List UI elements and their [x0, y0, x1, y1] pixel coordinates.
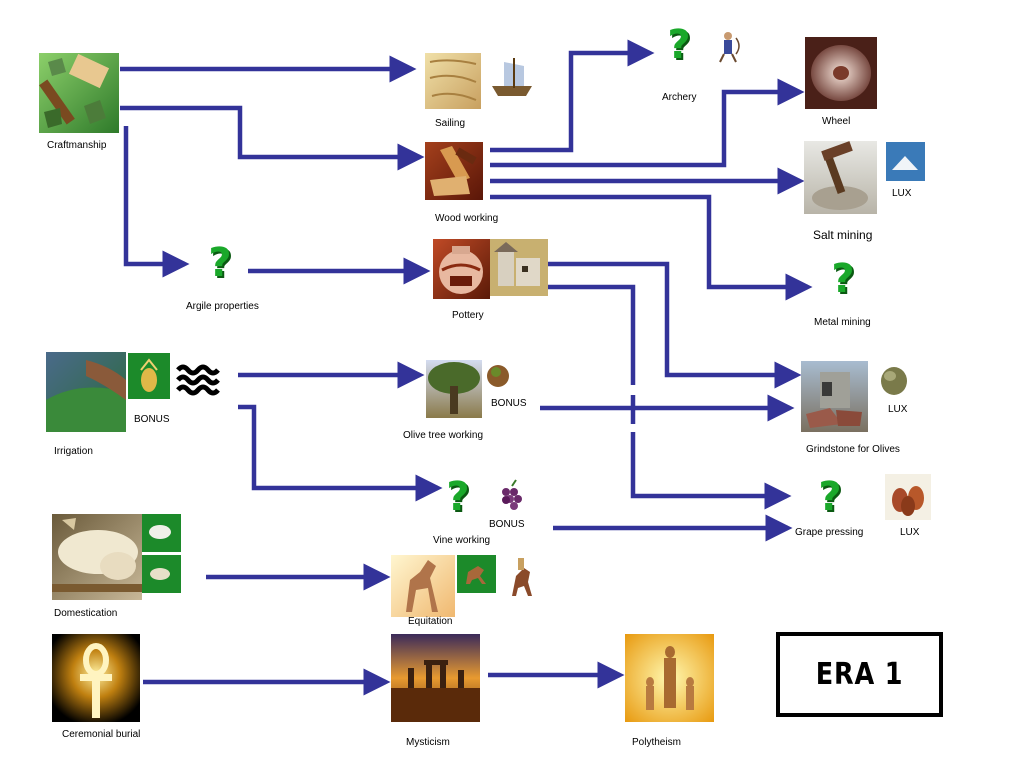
grindstone-for-olives-picture[interactable]	[801, 361, 868, 432]
wheat-bonus-icon	[128, 353, 170, 399]
horse-bonus-icon	[457, 555, 496, 593]
vine-bonus-tag: BONUS	[489, 519, 525, 530]
arrow-pottery-grape-c	[630, 432, 792, 510]
era-label: ERA 1	[815, 657, 904, 692]
salt-mining-picture[interactable]	[804, 141, 877, 214]
era-box: ERA 1	[776, 632, 943, 717]
argile-properties-unknown-picture-icon[interactable]: ?	[208, 240, 232, 286]
metal-mining-unknown-picture-icon[interactable]: ?	[831, 256, 855, 302]
olive-oil-luxury-icon	[881, 367, 907, 395]
arrow-pottery-grindstone	[548, 261, 802, 389]
sailing-picture[interactable]	[425, 53, 481, 109]
arrow-craftmanship-woodworking	[120, 105, 425, 171]
olive-bonus-icon	[487, 365, 509, 387]
polytheism-picture[interactable]	[625, 634, 714, 722]
archery-unknown-picture-icon[interactable]: ?	[667, 22, 691, 68]
irrigation-label: Irrigation	[54, 446, 93, 457]
wood-working-label: Wood working	[435, 213, 499, 224]
grindstone-lux-tag: LUX	[888, 404, 908, 415]
goat-bonus-icon	[142, 555, 181, 593]
grape-pressing-label: Grape pressing	[795, 527, 864, 538]
domestication-picture[interactable]	[52, 514, 142, 600]
wood-working-picture[interactable]	[425, 142, 483, 200]
craftmanship-picture[interactable]	[39, 53, 119, 133]
salt-luxury-icon	[886, 142, 925, 181]
metal-mining-label: Metal mining	[814, 317, 871, 328]
vine-working-label: Vine working	[433, 535, 491, 546]
argile-properties-label: Argile properties	[186, 301, 259, 312]
wheel-picture[interactable]	[805, 37, 877, 109]
sailing-label: Sailing	[435, 118, 466, 129]
olive-bonus-tag: BONUS	[491, 398, 527, 409]
pottery-picture[interactable]	[433, 239, 490, 299]
salt-lux-tag: LUX	[892, 188, 912, 199]
grindstone-for-olives-label: Grindstone for Olives	[806, 444, 900, 455]
arrow-woodworking-wheel	[490, 78, 805, 168]
wine-luxury-icon	[885, 474, 931, 520]
arrow-irrigation-vine	[238, 404, 443, 502]
salt-mining-label: Salt mining	[813, 228, 873, 242]
grape-pressing-lux-tag: LUX	[900, 527, 920, 538]
ship-icon	[488, 56, 538, 102]
olive-tree-working-label: Olive tree working	[403, 430, 484, 441]
arrow-craftmanship-argile	[123, 126, 190, 278]
grape-pressing-unknown-picture-icon[interactable]: ?	[818, 474, 842, 520]
arrow-woodworking-archery	[490, 39, 655, 153]
pottery-building-icon	[490, 239, 548, 296]
archer-unit-icon	[719, 32, 740, 63]
equitation-label: Equitation	[408, 616, 453, 627]
mysticism-picture[interactable]	[391, 634, 480, 722]
pottery-label: Pottery	[452, 310, 484, 321]
vine-working-unknown-picture-icon[interactable]: ?	[446, 474, 470, 520]
archery-label: Archery	[662, 92, 697, 103]
ceremonial-burial-picture[interactable]	[52, 634, 140, 722]
wheel-label: Wheel	[822, 116, 851, 127]
mysticism-label: Mysticism	[406, 737, 450, 748]
water-waves-icon	[176, 364, 220, 396]
craftmanship-label: Craftmanship	[47, 140, 107, 151]
ceremonial-burial-label: Ceremonial burial	[62, 729, 141, 740]
domestication-label: Domestication	[54, 608, 118, 619]
polytheism-label: Polytheism	[632, 737, 681, 748]
irrigation-picture[interactable]	[46, 352, 126, 432]
horseman-unit-icon	[512, 558, 532, 596]
olive-tree-working-picture[interactable]	[426, 360, 482, 418]
arrow-pottery-grape-a	[548, 284, 636, 385]
arrow-woodworking-metal	[490, 194, 813, 301]
cattle-bonus-icon	[142, 514, 181, 552]
grape-bonus-icon	[502, 479, 522, 510]
irrigation-bonus-tag: BONUS	[134, 414, 170, 425]
equitation-picture[interactable]	[391, 555, 455, 617]
